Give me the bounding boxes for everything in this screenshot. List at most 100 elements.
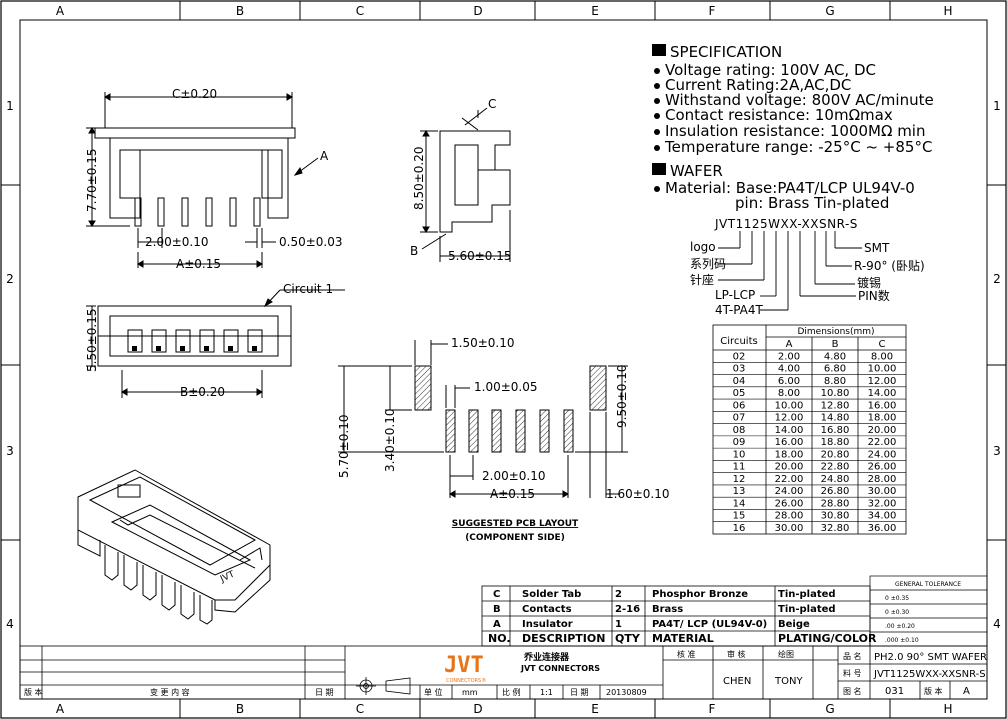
dim-table-cell: 20.80 (821, 449, 850, 460)
bom-header: QTY (615, 632, 641, 645)
dim-table-cell: 8.00 (778, 388, 800, 399)
row-label: 4 (993, 617, 1001, 631)
dim-pcb-h2: 3.40±0.10 (383, 409, 397, 473)
pcb-pads (445, 409, 574, 453)
dim-table-cell: 20.00 (775, 462, 804, 473)
dim-table-cell: 10 (733, 449, 746, 460)
spec-item: Insulation resistance: 1000MΩ min (665, 122, 926, 140)
bom-header: DESCRIPTION (522, 632, 605, 645)
check-label: 审 核 (727, 649, 746, 659)
dim-table-cell: 30.00 (868, 486, 897, 497)
dim-table-cell: 18.00 (775, 449, 804, 460)
col-label: H (943, 4, 952, 18)
spec-item: Withstand voltage: 800V AC/minute (665, 91, 934, 109)
col-label: C (356, 702, 364, 716)
dim-table-cell: 20.00 (868, 425, 897, 436)
dim-table-cell: 4.00 (778, 364, 800, 375)
version-value: A (963, 686, 970, 697)
partcode-logo: logo (690, 240, 716, 254)
top-view (86, 289, 345, 398)
bom-cell: Insulator (522, 619, 573, 630)
dim-table-cell: 10.00 (868, 364, 897, 375)
wafer-marker (652, 163, 666, 175)
dim-table-cell: 11 (733, 462, 746, 473)
checker-name: CHEN (723, 676, 751, 687)
date2-label: 日 期 (570, 688, 589, 697)
iso-logo: JVT (218, 569, 237, 585)
dim-table-cell: 10.80 (821, 388, 850, 399)
version-label: 版 本 (924, 686, 943, 696)
unit-label: 单 位 (424, 687, 443, 697)
dim-table-header-dims: Dimensions(mm) (797, 327, 874, 337)
row-label: 1 (6, 99, 14, 113)
col-label: F (709, 4, 716, 18)
dim-table-col: C (879, 339, 886, 350)
dim-table-cell: 15 (733, 511, 746, 522)
bom-cell: Brass (652, 604, 683, 615)
dim-table-cell: 06 (733, 400, 746, 411)
dim-table-cell: 2.00 (778, 351, 800, 362)
part-code: JVT1125WXX-XXSNR-S (714, 217, 858, 231)
dim-table-cell: 36.00 (868, 523, 897, 534)
front-view (86, 92, 319, 268)
col-label: D (473, 4, 482, 18)
bom-cell: PA4T/ LCP (UL94V-0) (652, 619, 767, 630)
partcode-tin: 镀锡 (857, 275, 881, 290)
bom-cell: C (493, 589, 500, 600)
dim-front-pitch: 2.00±0.10 (145, 235, 209, 249)
circuit1-label: Circuit 1 (283, 282, 333, 296)
dim-table-cell: 30.00 (775, 523, 804, 534)
tolerance-row: 0 ±0.30 (885, 609, 909, 616)
drawer-name: TONY (774, 676, 803, 687)
dim-table-cell: 34.00 (868, 511, 897, 522)
col-label: A (56, 4, 65, 18)
row-label: 4 (6, 617, 14, 631)
dim-pcb-h1: 5.70±0.10 (337, 415, 351, 479)
partcode-series: 系列码 (690, 257, 726, 271)
bom-header: MATERIAL (652, 632, 714, 645)
dim-table-cell: 22.00 (868, 437, 897, 448)
part-label: 料 号 (843, 668, 862, 678)
spec-item: Contact resistance: 10mΩmax (665, 106, 893, 124)
dim-table-cell: 24.80 (821, 474, 850, 485)
row-label: 2 (993, 272, 1001, 286)
dim-table-cell: 32.80 (821, 523, 850, 534)
bom-cell: Tin-plated (778, 589, 836, 600)
dim-table-cell: 12 (733, 474, 746, 485)
tolerance-row: 0 ±0.35 (885, 595, 909, 602)
spec-item: Voltage rating: 100V AC, DC (665, 61, 876, 79)
dim-table-cell: 18.00 (868, 413, 897, 424)
company-logo: JVT (444, 653, 484, 678)
bom-cell: A (493, 619, 501, 630)
tolerance-title: GENERAL TOLERANCE (895, 581, 961, 588)
dim-pcb-pad-width: 1.00±0.05 (474, 380, 538, 394)
dim-table-cell: 28.80 (821, 499, 850, 510)
dim-table-cell: 09 (733, 437, 746, 448)
dim-table-cell: 30.80 (821, 511, 850, 522)
spec-title: SPECIFICATION (670, 43, 782, 61)
material-line: pin: Brass Tin-plated (735, 194, 889, 212)
bom-cell: Beige (778, 619, 810, 630)
partcode-smt: SMT (864, 241, 890, 255)
dim-table-cell: 4.80 (824, 351, 846, 362)
row-label: 2 (6, 272, 14, 286)
scale-value: 1:1 (540, 688, 553, 697)
name-value: PH2.0 90° SMT WAFER (874, 652, 987, 663)
part-value: JVT1125WXX-XXSNR-S (873, 669, 986, 680)
col-label: H (943, 702, 952, 716)
dim-table-col: A (786, 339, 793, 350)
dim-top-b: B±0.20 (180, 385, 225, 399)
dim-front-pin: 0.50±0.03 (279, 235, 343, 249)
dim-table-cell: 24.00 (775, 486, 804, 497)
partcode-pa4t: 4T-PA4T (715, 303, 764, 317)
dim-table-cell: 8.00 (871, 351, 893, 362)
bom-cell: B (493, 604, 501, 615)
dim-table-cell: 16 (733, 523, 746, 534)
dim-table-cell: 28.00 (775, 511, 804, 522)
dim-table-cell: 28.00 (868, 474, 897, 485)
partcode-lcp: LP-LCP (715, 288, 755, 302)
partcode-r90: R-90° (卧贴) (854, 259, 925, 273)
dim-pcb-h3: 9.50±0.10 (615, 365, 629, 429)
